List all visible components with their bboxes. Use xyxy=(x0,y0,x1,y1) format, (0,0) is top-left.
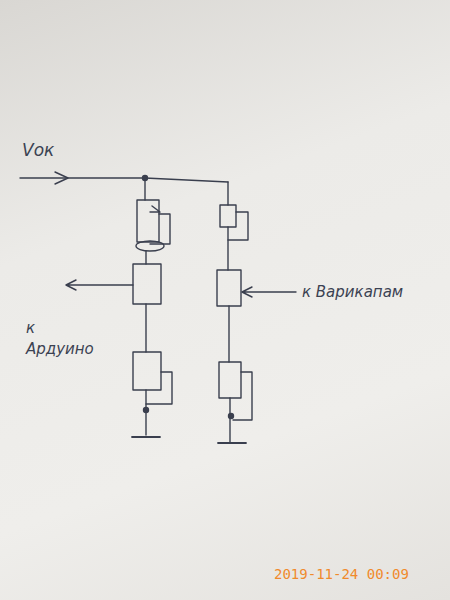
wire xyxy=(227,227,228,270)
wire xyxy=(144,178,145,200)
wire xyxy=(227,182,228,205)
trimmer-resistor-symbol xyxy=(219,362,241,398)
wire xyxy=(145,251,146,264)
trimmer-resistor-symbol xyxy=(137,200,159,242)
supply-wire xyxy=(20,178,228,182)
wiper xyxy=(233,372,252,420)
resistor-symbol xyxy=(133,264,161,304)
trimmer-resistor-symbol xyxy=(133,352,161,390)
wire xyxy=(229,398,230,442)
signal-name: Vок xyxy=(22,140,54,160)
junction-dot xyxy=(144,408,149,413)
wiper xyxy=(146,372,172,404)
wire xyxy=(145,304,146,352)
signal-note: к Ардуино xyxy=(26,318,96,360)
wiper xyxy=(150,206,170,244)
junction-dot xyxy=(229,414,234,419)
wiper xyxy=(228,212,248,240)
input-arrow xyxy=(55,172,68,184)
signal-note: к Варикапам xyxy=(302,283,403,301)
wire-loop xyxy=(136,241,164,251)
trimmer-resistor-symbol xyxy=(220,205,236,227)
ground-symbol xyxy=(132,436,160,438)
timestamp-watermark: 2019-11-24 00:09 xyxy=(274,566,409,582)
resistor-symbol xyxy=(217,270,241,306)
output-arrow xyxy=(66,280,133,290)
output-arrow xyxy=(242,287,296,297)
ground-symbol xyxy=(218,442,246,444)
wire xyxy=(228,306,229,362)
